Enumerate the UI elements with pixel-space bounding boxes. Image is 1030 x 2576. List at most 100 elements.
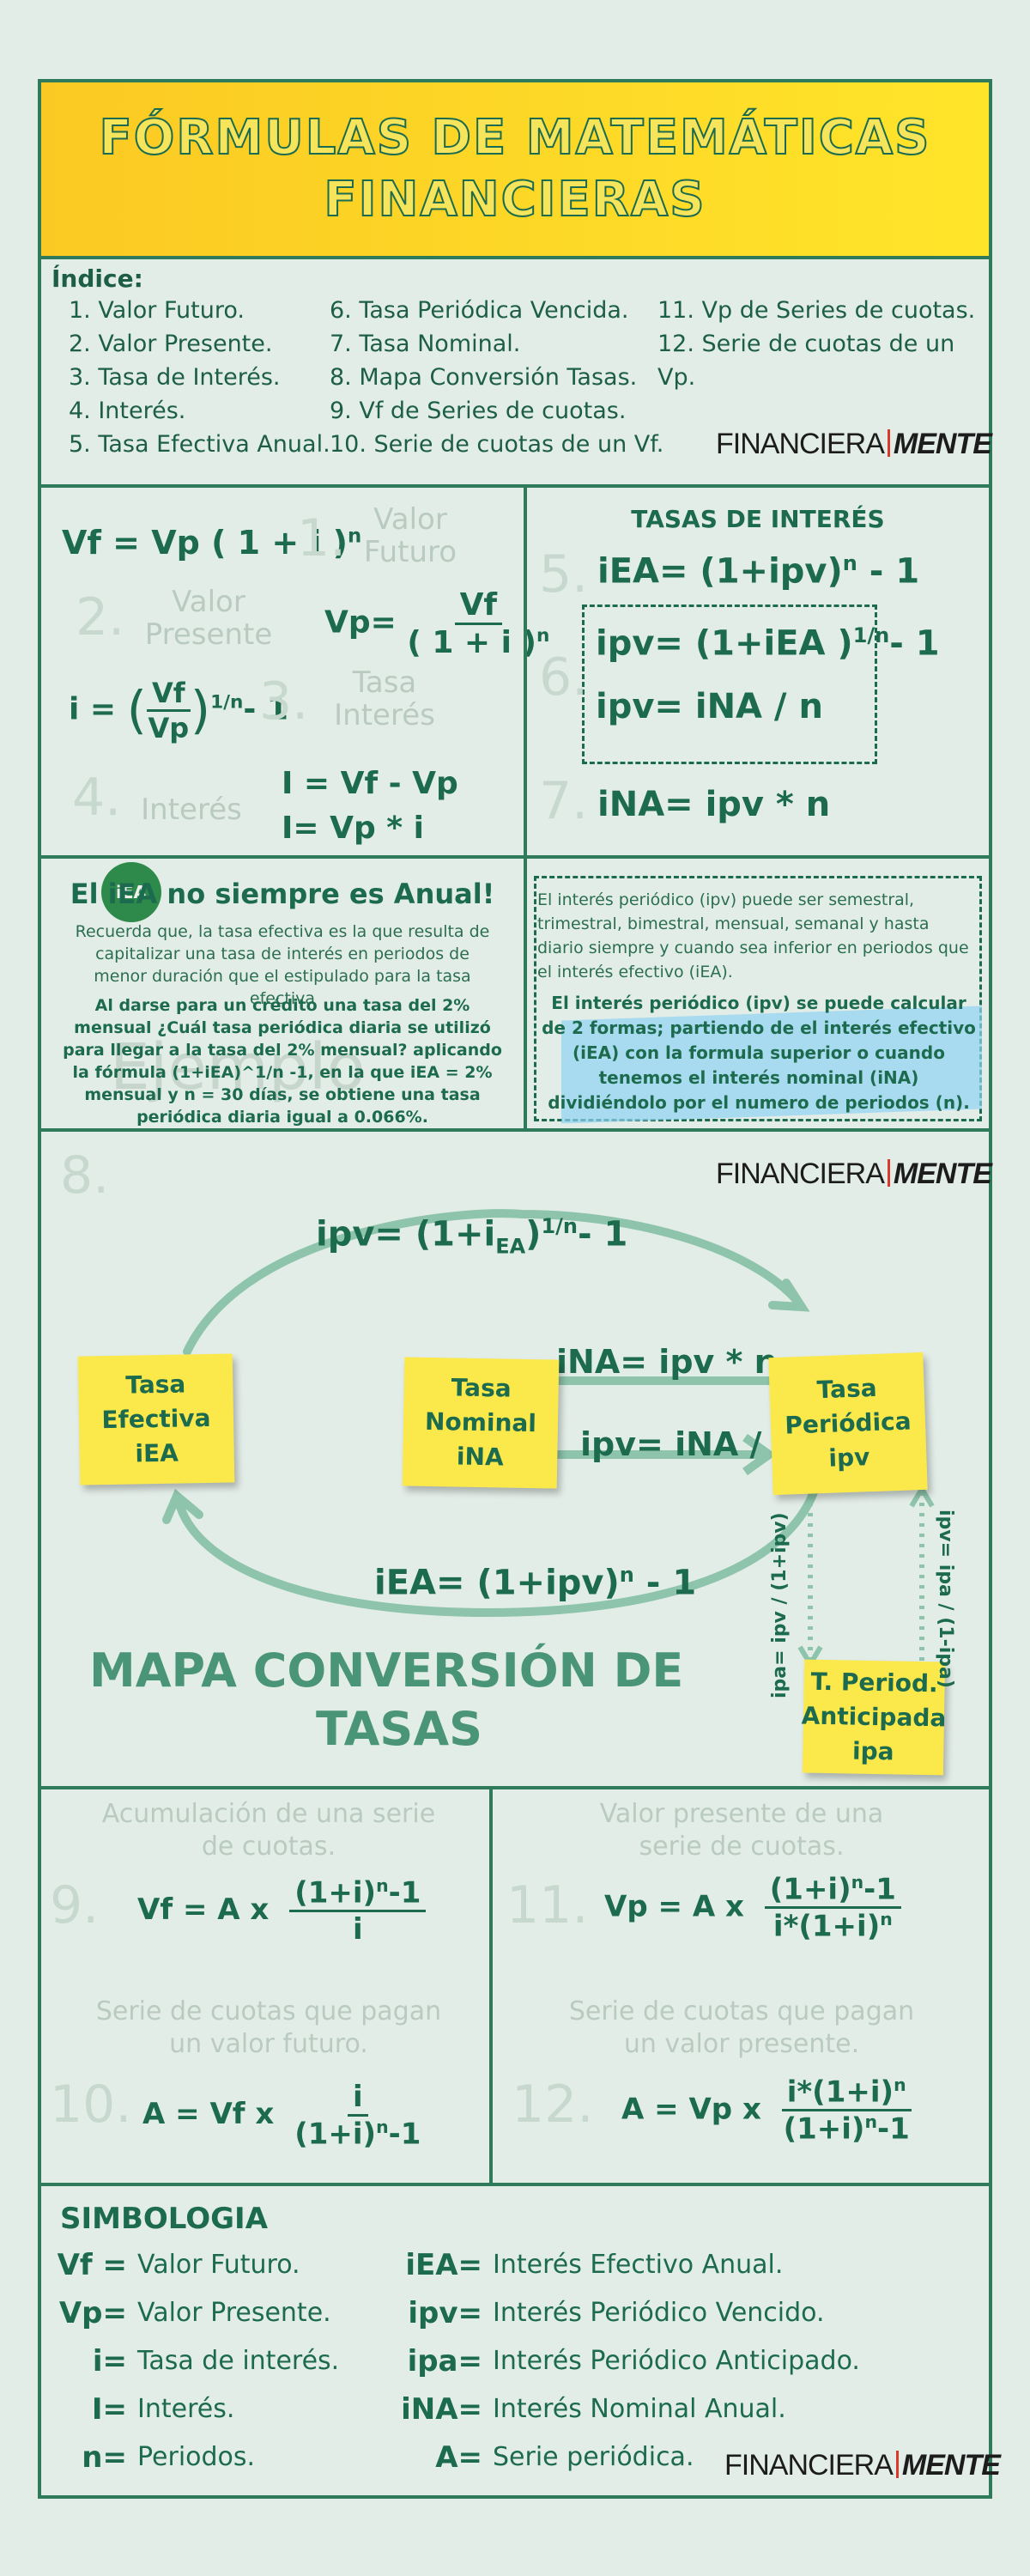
- rates-section: TASAS DE INTERÉS 5. iEA= (1+ipv)n - 1 6.…: [524, 484, 992, 859]
- periodic-note-p1: El interés periódico (ipv) puede ser sem…: [537, 890, 969, 981]
- logo-text-1: FINANCIERA: [724, 2449, 894, 2482]
- symbol-key: i=: [92, 2344, 127, 2379]
- title-tasa-interes: Tasa Interés: [334, 665, 435, 732]
- index-item[interactable]: 9. Vf de Series de cuotas.: [330, 398, 627, 424]
- symbol-key: n=: [82, 2440, 127, 2475]
- map-formula-ina: iNA= ipv * n: [556, 1343, 778, 1381]
- symbol-key: Vp=: [58, 2296, 127, 2330]
- symbol-key: A=: [435, 2440, 482, 2475]
- symbol-key: ipa=: [407, 2344, 482, 2379]
- periodic-note-p2: El interés periódico (ipv) se puede calc…: [542, 993, 976, 1113]
- annual-note-title: El iEA no siempre es Anual!: [70, 878, 495, 910]
- index-item[interactable]: 2. Valor Presente.: [69, 331, 273, 357]
- index-item[interactable]: 3. Tasa de Interés.: [69, 364, 281, 391]
- formula-valor-futuro: Vf = Vp ( 1 + i )n: [62, 524, 362, 562]
- title-interes: Interés: [141, 793, 242, 827]
- periodic-note-section: El interés periódico (ipv) puede ser sem…: [524, 855, 992, 1132]
- section-number-3: 3.: [259, 671, 309, 732]
- title-valor-presente: Valor Presente: [144, 585, 273, 652]
- index-section: Índice: 1. Valor Futuro. 2. Valor Presen…: [38, 256, 992, 488]
- section-number-8: 8.: [60, 1145, 110, 1206]
- formula-interes-a: I = Vf - Vp: [282, 766, 458, 801]
- index-col2: 6. Tasa Periódica Vencida. 7. Tasa Nomin…: [330, 294, 663, 461]
- symbol-key: iEA=: [405, 2248, 482, 2282]
- symbol-description: Interés Nominal Anual.: [493, 2394, 786, 2424]
- symbol-key: Vf =: [57, 2248, 127, 2282]
- index-item[interactable]: 4. Interés.: [69, 398, 186, 424]
- formula-iea: iEA= (1+ipv)n - 1: [597, 551, 920, 592]
- logo-text-2: MENTE: [893, 428, 992, 460]
- sticky-tasa-nominal[interactable]: Tasa Nominal iNA: [402, 1357, 560, 1489]
- annual-note-watermark: Ejemplo: [110, 1030, 366, 1104]
- rates-title: TASAS DE INTERÉS: [631, 505, 885, 533]
- header-banner: FÓRMULAS DE MATEMÁTICAS FINANCIERAS: [38, 79, 992, 259]
- header-title-line2: FINANCIERAS: [323, 171, 706, 228]
- map-formula-top: ipv= (1+iEA)1/n- 1: [316, 1214, 628, 1259]
- index-title: Índice:: [52, 264, 143, 293]
- index-item[interactable]: 10. Serie de cuotas de un Vf.: [330, 431, 664, 458]
- formula-a-from-vp: A = Vp x i*(1+i)n(1+i)n-1: [621, 2075, 912, 2147]
- section-number-1: 1.: [297, 508, 347, 568]
- index-item[interactable]: 7. Tasa Nominal.: [330, 331, 521, 357]
- formula-ipv-from-ina: ipv= iNA / n: [596, 687, 823, 726]
- index-item[interactable]: 1. Valor Futuro.: [69, 297, 245, 324]
- title-serie-11: Valor presente de una serie de cuotas.: [599, 1799, 884, 1862]
- map-formula-ipv: ipv= iNA / n: [580, 1425, 797, 1463]
- map-formula-ipv-from-ipa: ipv= ipa / (1-ipa): [935, 1510, 956, 1688]
- symbol-description: Interés Periódico Anticipado.: [493, 2346, 860, 2376]
- formula-valor-presente: Vp= Vf( 1 + i )n: [324, 587, 550, 660]
- title-serie-10: Serie de cuotas que pagan un valor futur…: [95, 1996, 442, 2059]
- section-number-12: 12.: [512, 2075, 594, 2135]
- map-title-line2: TASAS: [316, 1702, 483, 1756]
- annual-note-section: iEA El iEA no siempre es Anual! Recuerda…: [38, 855, 527, 1132]
- map-formula-bottom: iEA= (1+ipv)n - 1: [374, 1563, 697, 1603]
- symbol-description: Interés Efectivo Anual.: [493, 2250, 784, 2280]
- index-item[interactable]: 6. Tasa Periódica Vencida.: [330, 297, 629, 324]
- section-number-4: 4.: [72, 768, 122, 828]
- section-number-7: 7.: [539, 771, 589, 831]
- iea-badge-icon: iEA: [101, 862, 161, 922]
- section-number-10: 10.: [50, 2075, 132, 2135]
- formula-ipv-from-iea: ipv= (1+iEA )1/n- 1: [596, 623, 940, 664]
- logo-text-1: FINANCIERA: [716, 1157, 885, 1190]
- annual-note-p2: Al darse para un crédito una tasa del 2%…: [63, 996, 502, 1127]
- sticky-tasa-efectiva[interactable]: Tasa Efectiva iEA: [77, 1353, 235, 1485]
- symbol-description: Tasa de interés.: [137, 2346, 340, 2376]
- symbol-key: ipv=: [408, 2296, 482, 2330]
- annual-note-p1: Recuerda que, la tasa efectiva es la que…: [75, 922, 490, 1008]
- formula-a-from-vf: A = Vf x i(1+i)n-1: [142, 2080, 421, 2152]
- index-item[interactable]: 8. Mapa Conversión Tasas.: [330, 364, 638, 391]
- symbol-description: Interés.: [137, 2394, 235, 2424]
- section-number-5: 5.: [539, 544, 589, 605]
- map-formula-ipa: ipa= ipv / (1+ipv): [769, 1512, 791, 1698]
- symbol-description: Valor Futuro.: [137, 2250, 300, 2280]
- logo-text-2: MENTE: [901, 2449, 1001, 2482]
- title-valor-futuro: Valor Futuro: [363, 502, 457, 569]
- index-item[interactable]: 12. Serie de cuotas de un Vp.: [657, 331, 955, 391]
- sticky-tasa-periodica[interactable]: Tasa Periódica ipv: [768, 1352, 928, 1496]
- logo-text-2: MENTE: [893, 1157, 992, 1190]
- section-number-6: 6.: [539, 647, 589, 708]
- sticky-tasa-anticipada[interactable]: T. Period. Anticipada ipa: [801, 1659, 947, 1776]
- periodic-note-frame: [534, 876, 982, 1121]
- formula-ina: iNA= ipv * n: [597, 785, 831, 824]
- index-item[interactable]: 11. Vp de Series de cuotas.: [657, 297, 976, 324]
- index-item[interactable]: 5. Tasa Efectiva Anual.: [69, 431, 330, 458]
- symbols-title: SIMBOLOGIA: [60, 2202, 269, 2236]
- logo-text-1: FINANCIERA: [716, 428, 885, 460]
- symbol-description: Serie periódica.: [493, 2442, 694, 2472]
- formula-box-6: [582, 605, 877, 764]
- formula-interes-b: I= Vp * i: [282, 811, 424, 846]
- section-number-2: 2.: [76, 587, 125, 647]
- section-number-9: 9.: [50, 1875, 100, 1935]
- symbol-key: iNA=: [401, 2392, 482, 2427]
- basic-formulas-section: Vf = Vp ( 1 + i )n 1. Valor Futuro 2. Va…: [38, 484, 549, 859]
- index-col3: 11. Vp de Series de cuotas. 12. Serie de…: [657, 294, 989, 394]
